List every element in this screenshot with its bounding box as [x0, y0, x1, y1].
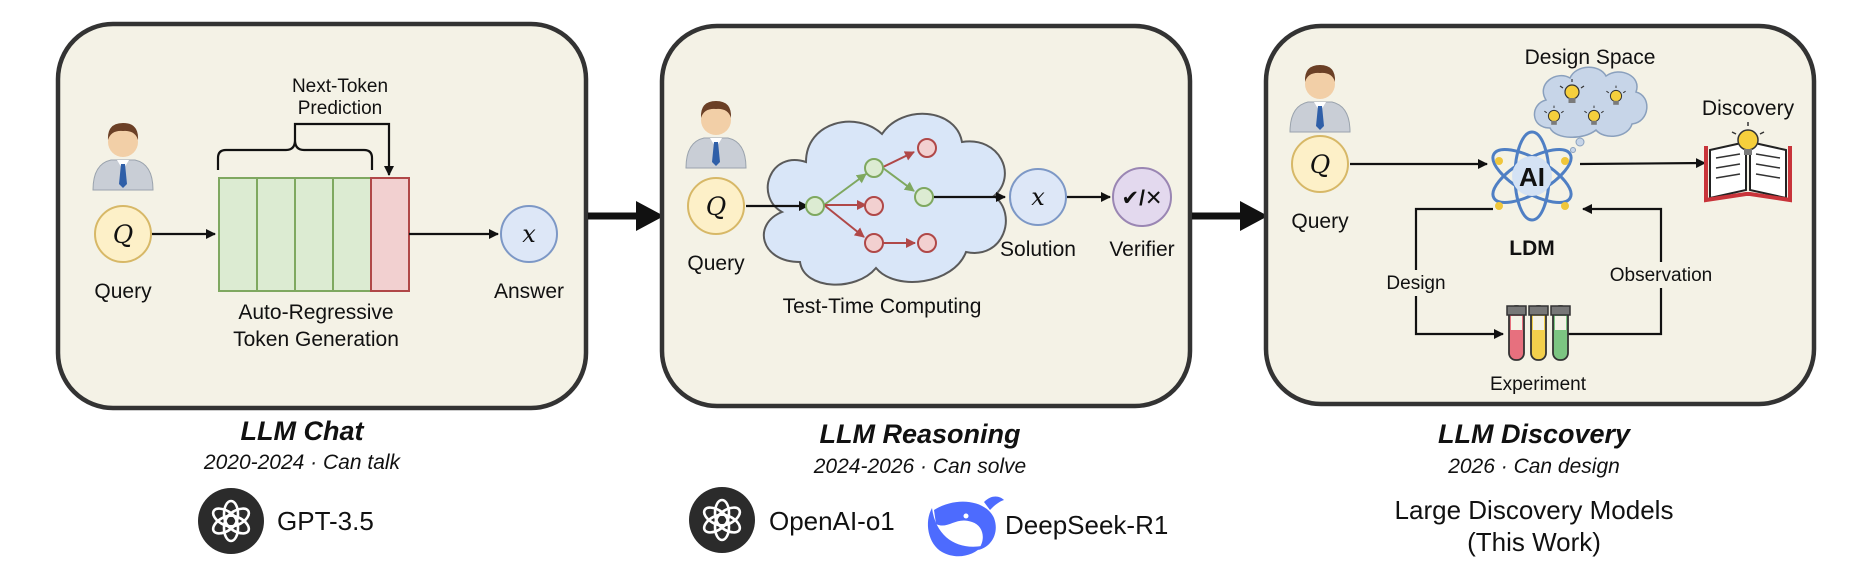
model-name: DeepSeek-R1	[1005, 510, 1168, 540]
footer-line1: Large Discovery Models	[1395, 495, 1674, 525]
caption-llm-reasoning: LLM Reasoning 2024-2026 · Can solve Open…	[687, 419, 1168, 557]
panel-title: LLM Discovery	[1438, 419, 1632, 449]
token-sequence	[218, 177, 410, 292]
tree-node	[864, 158, 884, 178]
next-token-cell	[370, 177, 410, 292]
tree-node	[864, 233, 884, 253]
solution-label: Solution	[1000, 238, 1076, 261]
token-cell	[294, 177, 334, 292]
reasoning-tree	[805, 138, 937, 253]
caption-llm-chat: LLM Chat 2020-2024 · Can talk GPT-3.5	[196, 416, 402, 556]
stage-arrow-1	[588, 201, 664, 231]
panel-subtitle: 2020-2024 · Can talk	[203, 451, 402, 474]
model-name: GPT-3.5	[277, 506, 374, 536]
answer-symbol: x	[522, 220, 536, 248]
generation-label-line1: Auto-Regressive	[238, 301, 393, 324]
solution-node	[1009, 168, 1067, 226]
query-node	[94, 205, 152, 263]
query-label: Query	[687, 252, 745, 275]
design-label: Design	[1386, 273, 1445, 294]
panel-llm-reasoning: Q Query Test-Time Computing x Solution ✔…	[659, 23, 1193, 409]
answer-node	[500, 205, 558, 263]
verifier-node	[1112, 167, 1172, 227]
next-token-label-line1: Next-Token	[292, 76, 388, 97]
panel-subtitle: 2024-2026 · Can solve	[813, 455, 1026, 478]
design-space-cloud	[1533, 66, 1648, 153]
tree-node	[805, 196, 825, 216]
answer-label: Answer	[494, 280, 564, 303]
next-token-label-line2: Prediction	[298, 98, 383, 119]
query-node	[687, 177, 745, 235]
footer-line2: (This Work)	[1467, 527, 1601, 557]
caption-llm-discovery: LLM Discovery 2026 · Can design Large Di…	[1395, 419, 1674, 557]
verifier-symbol: ✔/✕	[1121, 187, 1162, 210]
arrow-next-token	[293, 122, 394, 176]
generation-label-line2: Token Generation	[233, 328, 399, 351]
panel-subtitle: 2026 · Can design	[1447, 455, 1620, 478]
discovery-label: Discovery	[1702, 97, 1795, 120]
arrow-ldm-to-discovery	[1579, 158, 1706, 169]
design-space-label: Design Space	[1525, 46, 1656, 69]
query-symbol: Q	[113, 220, 134, 249]
atom-ai-icon: AI	[1491, 130, 1573, 222]
tree-node	[914, 187, 934, 207]
openai-logo-icon	[687, 485, 757, 555]
design-label-bg	[1378, 270, 1454, 296]
query-symbol: Q	[1310, 150, 1331, 179]
panel-llm-discovery: Q Query Design Space AI LDM	[1263, 23, 1817, 407]
deepseek-whale-icon	[927, 496, 1004, 557]
model-name: OpenAI-o1	[769, 506, 895, 536]
lightbulb-icon	[1731, 122, 1765, 155]
book-icon	[1704, 122, 1792, 203]
query-label: Query	[1291, 210, 1349, 233]
cloud-label: Test-Time Computing	[783, 295, 982, 318]
tree-node	[917, 233, 937, 253]
token-cell	[218, 177, 258, 292]
ldm-label: LDM	[1509, 237, 1555, 260]
tree-node	[917, 138, 937, 158]
query-symbol: Q	[706, 192, 727, 221]
stage-arrow-2	[1192, 201, 1268, 231]
panel-llm-chat: Q Query Next-Token Prediction Auto-Regre…	[55, 21, 589, 411]
token-cell	[332, 177, 372, 292]
solution-symbol: x	[1031, 183, 1045, 211]
experiment-label: Experiment	[1490, 374, 1587, 395]
verifier-label: Verifier	[1109, 238, 1174, 261]
panel-title: LLM Reasoning	[820, 419, 1022, 449]
observation-label: Observation	[1610, 265, 1712, 286]
panel-title: LLM Chat	[241, 416, 365, 446]
tree-node	[864, 196, 884, 216]
observation-label-bg	[1602, 262, 1720, 288]
ai-symbol: AI	[1519, 162, 1545, 192]
test-tubes-icon	[1506, 305, 1571, 361]
query-node	[1291, 135, 1349, 193]
openai-logo-icon	[196, 486, 266, 556]
cloud-icon	[763, 112, 1007, 286]
token-cell	[256, 177, 296, 292]
query-label: Query	[94, 280, 152, 303]
